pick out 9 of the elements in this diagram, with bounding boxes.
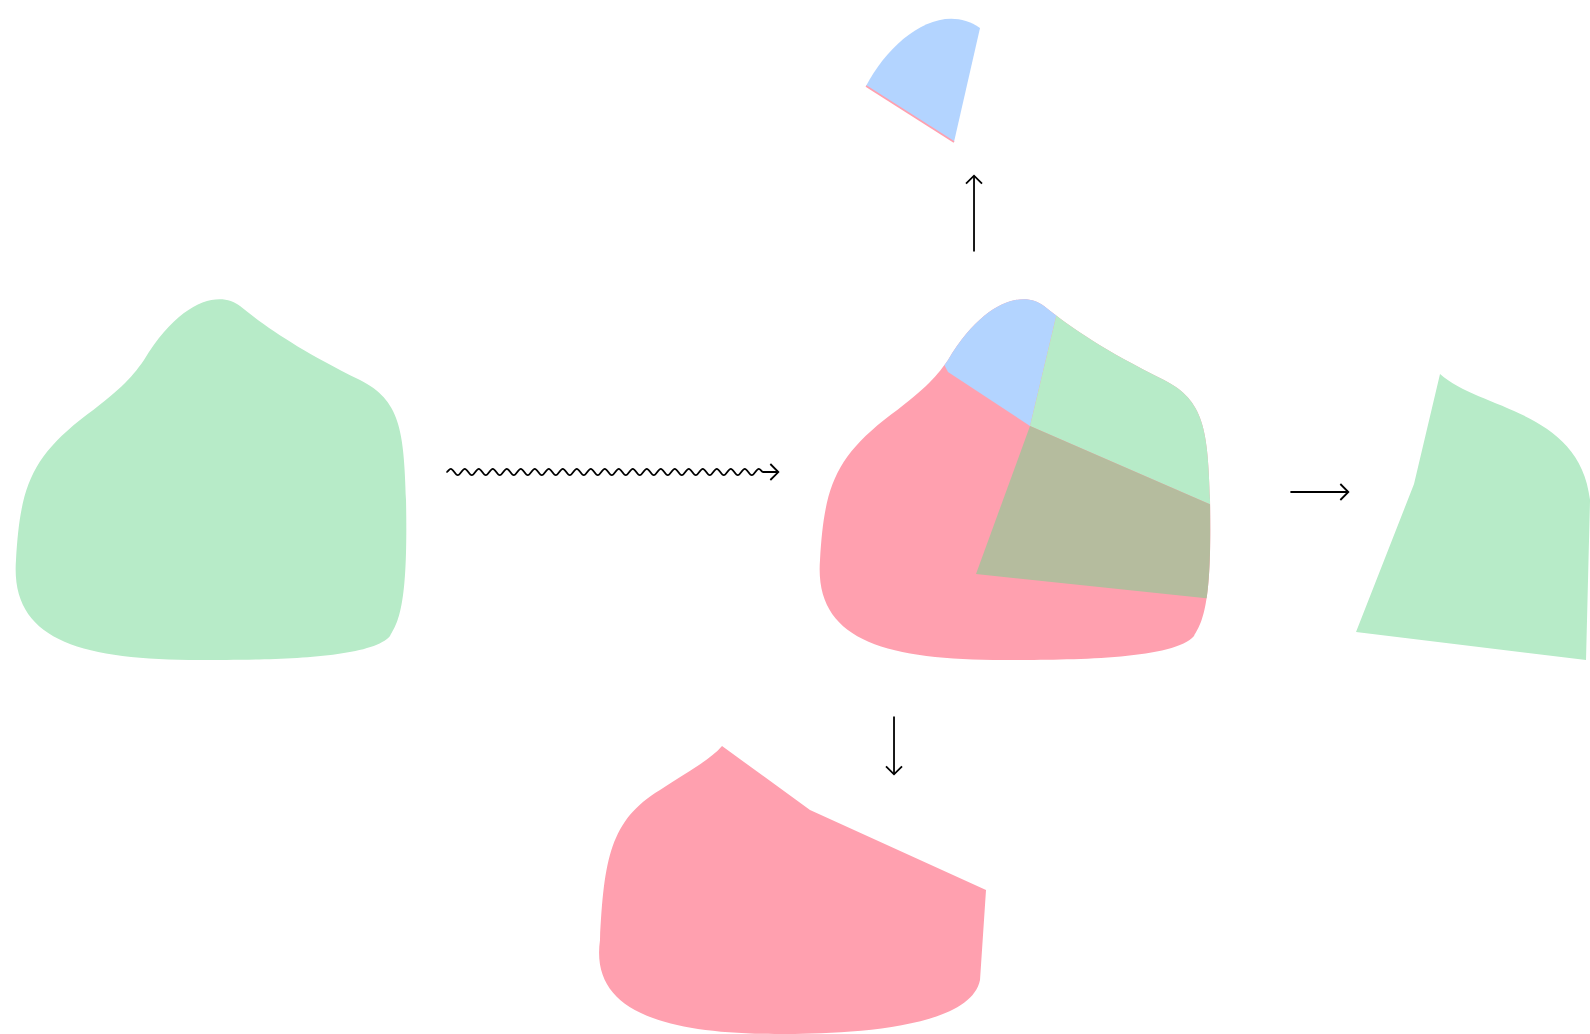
blob-piece-drawing (599, 746, 986, 1034)
blob-piece-drawing (865, 18, 980, 143)
blob-piece-drawing (1356, 374, 1590, 660)
blob-drawing (16, 299, 407, 660)
arrow (965, 174, 983, 253)
arrow (1289, 483, 1350, 501)
divided-blob-drawing (820, 299, 1211, 660)
arrow (885, 715, 903, 776)
arrow (445, 463, 780, 481)
